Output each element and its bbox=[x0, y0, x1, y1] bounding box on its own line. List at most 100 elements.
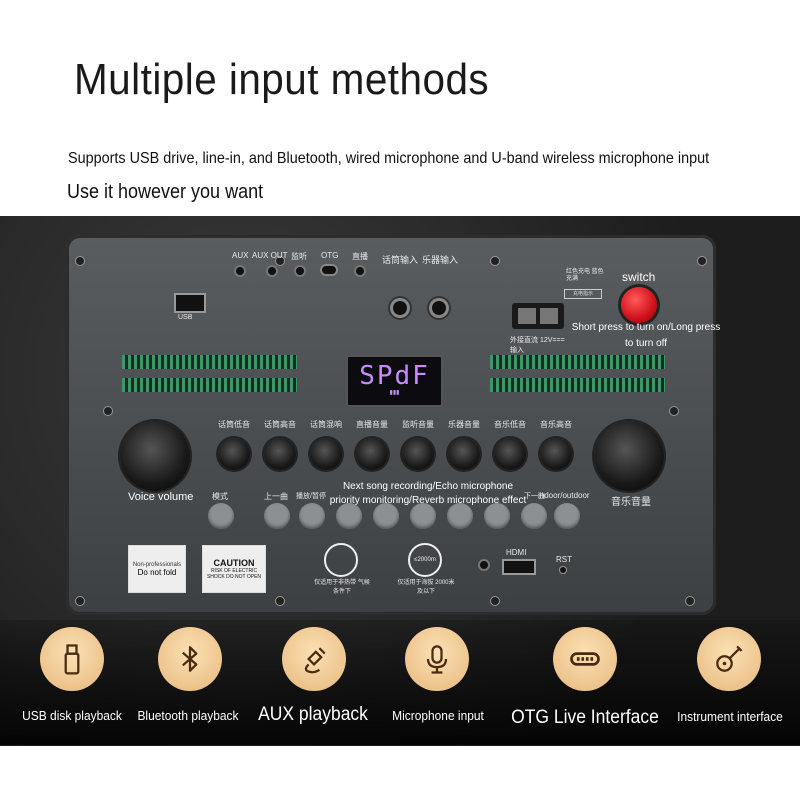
direct-jack[interactable] bbox=[356, 267, 364, 275]
feature-label: Instrument interface bbox=[677, 709, 783, 724]
next-label: 下一曲 bbox=[524, 493, 545, 500]
function-button-4[interactable] bbox=[447, 503, 473, 529]
hdmi-port[interactable] bbox=[502, 559, 536, 575]
screw bbox=[104, 407, 112, 415]
switch-label: switch bbox=[622, 270, 656, 284]
knob-mic-treble[interactable] bbox=[264, 438, 296, 470]
feature-label: Bluetooth playback bbox=[137, 708, 239, 723]
play-label: 播放/暂停 bbox=[296, 493, 326, 500]
mic-in-label: 话筒输入 bbox=[382, 255, 419, 265]
climate-text: 仅适用于非热带 气候条件下 bbox=[314, 580, 370, 595]
vent bbox=[490, 378, 665, 392]
screw bbox=[491, 257, 499, 265]
screw bbox=[276, 597, 284, 605]
indoor-outdoor-label: indoor/outdoor bbox=[538, 491, 590, 500]
sticker-text: Do not fold bbox=[137, 568, 177, 577]
caution-title: CAUTION bbox=[213, 558, 255, 568]
direct-label: 直播 bbox=[352, 252, 368, 261]
music-volume-knob[interactable] bbox=[594, 421, 664, 491]
sticker-text: Non-professionals bbox=[132, 562, 182, 568]
vent bbox=[122, 355, 297, 369]
charge-indicator-label: 红色充电 蓝色充满 bbox=[566, 269, 604, 282]
vent bbox=[122, 378, 297, 392]
instrument-input-jack[interactable] bbox=[432, 301, 446, 315]
prev-label: 上一曲 bbox=[264, 492, 288, 501]
next-button[interactable] bbox=[521, 503, 547, 529]
inst-in-label: 乐器输入 bbox=[422, 255, 459, 265]
altitude-text: 仅适用于海拔 2000米及以下 bbox=[397, 580, 455, 595]
hdmi-label: HDMI bbox=[506, 548, 527, 557]
display-sub: ▮▮▮ bbox=[389, 390, 400, 396]
charge-label: 充电指示 bbox=[564, 289, 602, 299]
small-jack[interactable] bbox=[480, 561, 488, 569]
otg-label: OTG bbox=[321, 251, 339, 260]
vent bbox=[490, 355, 665, 369]
feature-label: OTG Live Interface bbox=[511, 707, 659, 728]
knob-music-bass[interactable] bbox=[494, 438, 526, 470]
function-button-2[interactable] bbox=[373, 503, 399, 529]
indoor-outdoor-button[interactable] bbox=[554, 503, 580, 529]
usb-label: USB bbox=[178, 314, 193, 321]
usb-port[interactable] bbox=[174, 293, 206, 313]
function-button-1[interactable] bbox=[336, 503, 362, 529]
knob-label: 话筒混响 bbox=[310, 420, 342, 429]
caution-sticker: CAUTION RISK OF ELECTRIC SHOCK DO NOT OP… bbox=[202, 545, 266, 593]
feature-label: AUX playback bbox=[258, 704, 368, 725]
knob-label: 直播音量 bbox=[356, 420, 388, 429]
feature-label: USB disk playback bbox=[22, 708, 122, 723]
bluetooth-icon bbox=[158, 627, 222, 691]
microphone-icon bbox=[405, 627, 469, 691]
feature-label: Microphone input bbox=[392, 708, 484, 723]
monitor-jack[interactable] bbox=[296, 267, 304, 275]
function-button-5[interactable] bbox=[484, 503, 510, 529]
mode-label: 模式 bbox=[212, 492, 228, 501]
dc-terminal[interactable] bbox=[512, 303, 564, 329]
aux-out-jack[interactable] bbox=[268, 267, 276, 275]
knob-monitor-volume[interactable] bbox=[402, 438, 434, 470]
feature-strip bbox=[0, 620, 800, 745]
control-panel: USB AUX AUX OUT 监听 OTG 直播 话筒输入 乐器输入 红色充电… bbox=[66, 235, 720, 615]
knob-live-volume[interactable] bbox=[356, 438, 388, 470]
aux-jack[interactable] bbox=[236, 267, 244, 275]
usb-drive-icon bbox=[40, 627, 104, 691]
otg-port-icon bbox=[553, 627, 617, 691]
power-switch-button[interactable] bbox=[621, 287, 657, 323]
guitar-icon bbox=[697, 627, 761, 691]
otg-port[interactable] bbox=[322, 266, 336, 274]
knob-label: 话筒低音 bbox=[218, 420, 250, 429]
knob-mic-reverb[interactable] bbox=[310, 438, 342, 470]
switch-hint: Short press to turn on/Long press to tur… bbox=[571, 322, 721, 349]
screw bbox=[670, 407, 678, 415]
play-pause-button[interactable] bbox=[299, 503, 325, 529]
lcd-display: SPdF ▮▮▮ bbox=[346, 355, 443, 407]
aux-out-label: AUX OUT bbox=[252, 251, 288, 260]
voice-volume-knob[interactable] bbox=[120, 421, 190, 491]
altitude-icon: ≤2000m bbox=[408, 543, 442, 577]
screw bbox=[686, 597, 694, 605]
rst-label: RST bbox=[556, 555, 572, 564]
screw bbox=[76, 597, 84, 605]
music-volume-label: 音乐音量 bbox=[611, 497, 651, 508]
function-button-3[interactable] bbox=[410, 503, 436, 529]
record-note: Next song recording/Echo microphone prio… bbox=[329, 481, 527, 506]
mic-input-jack[interactable] bbox=[393, 301, 407, 315]
screw bbox=[491, 597, 499, 605]
subtitle: Supports USB drive, line-in, and Bluetoo… bbox=[68, 150, 710, 167]
aux-cable-icon bbox=[282, 627, 346, 691]
page-title: Multiple input methods bbox=[74, 55, 490, 104]
reset-button[interactable] bbox=[560, 567, 566, 573]
knob-instrument-volume[interactable] bbox=[448, 438, 480, 470]
mode-button[interactable] bbox=[208, 503, 234, 529]
knob-label: 监听音量 bbox=[402, 420, 434, 429]
prev-button[interactable] bbox=[264, 503, 290, 529]
monitor-label: 监听 bbox=[291, 252, 307, 261]
knob-mic-bass[interactable] bbox=[218, 438, 250, 470]
aux-label: AUX bbox=[232, 251, 249, 260]
tropical-climate-icon bbox=[324, 543, 358, 577]
dc-in-label: 外接直流 12V===输入 bbox=[510, 337, 565, 354]
knob-label: 音乐高音 bbox=[540, 420, 572, 429]
caution-text: RISK OF ELECTRIC SHOCK DO NOT OPEN bbox=[206, 568, 262, 580]
knob-label: 话筒高音 bbox=[264, 420, 296, 429]
knob-music-treble[interactable] bbox=[540, 438, 572, 470]
knob-label: 音乐低音 bbox=[494, 420, 526, 429]
